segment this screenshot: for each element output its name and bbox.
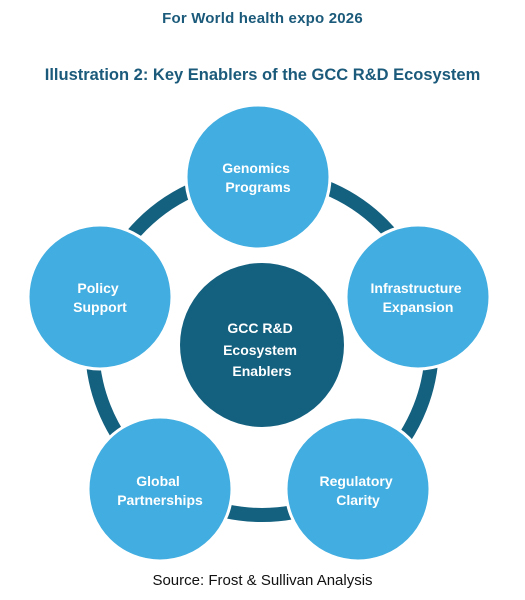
node-policy-circle bbox=[26, 223, 174, 371]
node-policy-label: Policy Support bbox=[73, 280, 127, 315]
node-infrastructure: Infrastructure Expansion bbox=[344, 223, 492, 371]
node-partnerships-line-1: Global bbox=[136, 473, 180, 489]
node-genomics-line-1: Genomics bbox=[222, 160, 290, 176]
node-policy: Policy Support bbox=[26, 223, 174, 371]
header-label: For World health expo 2026 bbox=[162, 10, 363, 27]
page-title: Illustration 2: Key Enablers of the GCC … bbox=[44, 66, 481, 84]
node-regulatory-circle bbox=[284, 415, 432, 563]
node-regulatory-line-2: Clarity bbox=[336, 492, 380, 508]
center-label-line-1: GCC R&D bbox=[227, 320, 292, 336]
node-partnerships: Global Partnerships bbox=[86, 415, 234, 563]
node-regulatory: Regulatory Clarity bbox=[284, 415, 432, 563]
node-regulatory-line-1: Regulatory bbox=[319, 473, 392, 489]
node-policy-line-2: Support bbox=[73, 299, 127, 315]
center-label-line-3: Enablers bbox=[232, 363, 291, 379]
header-text: For World health expo 2026 bbox=[0, 10, 525, 27]
node-infrastructure-line-2: Expansion bbox=[383, 299, 454, 315]
node-partnerships-circle bbox=[86, 415, 234, 563]
center-node: GCC R&D Ecosystem Enablers bbox=[180, 263, 344, 427]
node-genomics: Genomics Programs bbox=[184, 103, 332, 251]
node-genomics-line-2: Programs bbox=[225, 179, 291, 195]
node-genomics-label: Genomics Programs bbox=[222, 160, 294, 195]
node-infrastructure-label: Infrastructure Expansion bbox=[371, 280, 466, 315]
node-partnerships-line-2: Partnerships bbox=[117, 492, 203, 508]
node-infrastructure-line-1: Infrastructure bbox=[371, 280, 462, 296]
center-circle bbox=[180, 263, 344, 427]
node-infrastructure-circle bbox=[344, 223, 492, 371]
node-partnerships-label: Global Partnerships bbox=[117, 473, 203, 508]
node-policy-line-1: Policy bbox=[77, 280, 118, 296]
node-regulatory-label: Regulatory Clarity bbox=[319, 473, 396, 508]
source-caption: Source: Frost & Sullivan Analysis bbox=[152, 572, 373, 589]
node-genomics-circle bbox=[184, 103, 332, 251]
center-label: GCC R&D Ecosystem Enablers bbox=[223, 320, 301, 379]
center-label-line-2: Ecosystem bbox=[223, 342, 297, 358]
